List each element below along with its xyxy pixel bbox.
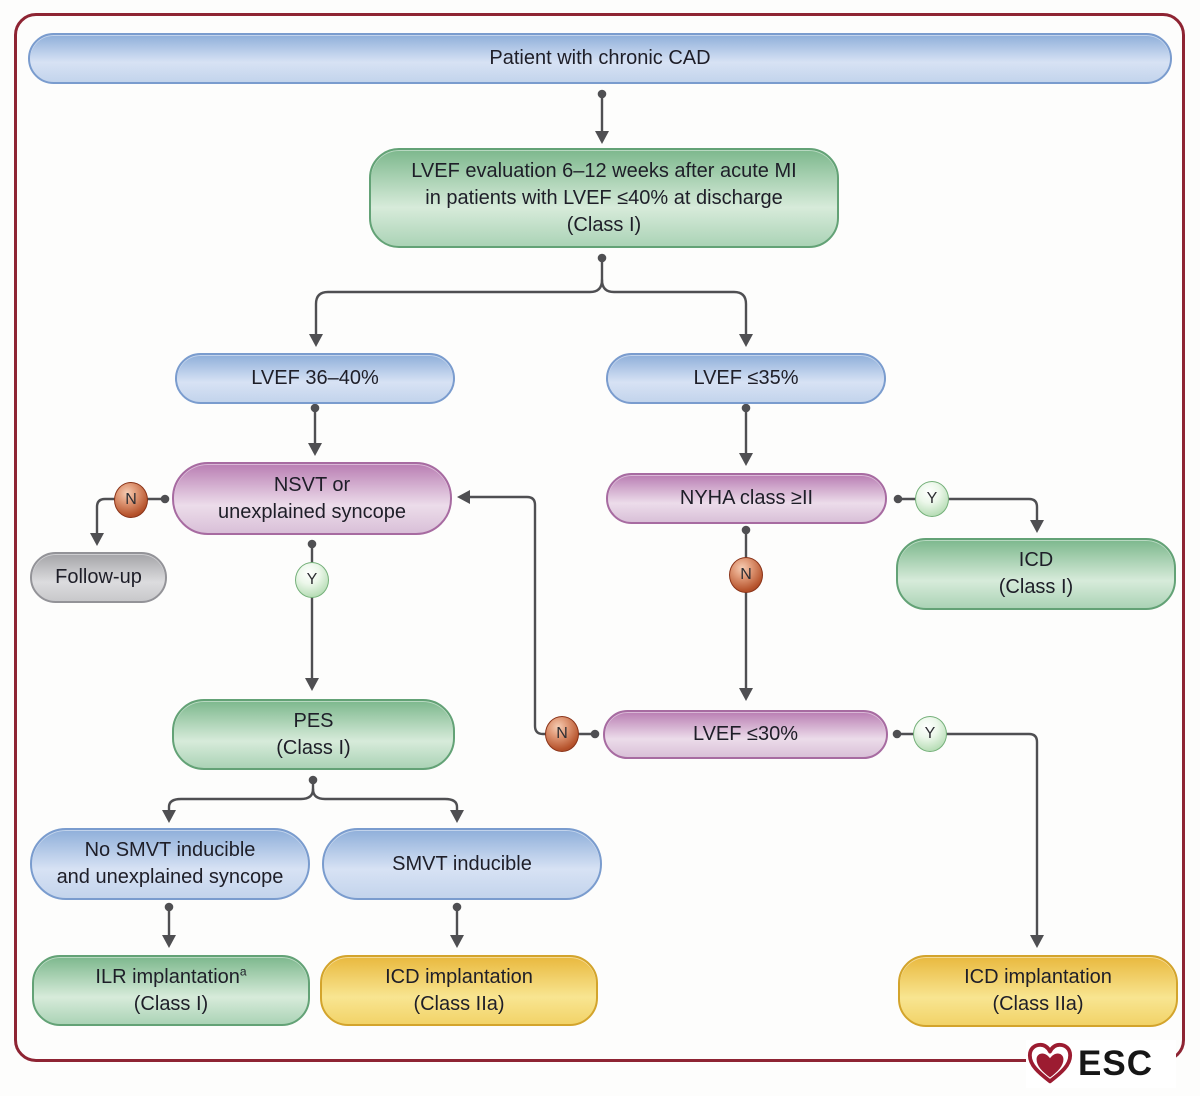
- nyha-yes-badge: Y: [915, 481, 949, 517]
- node-no-smvt-inducible: No SMVT inducible and unexplained syncop…: [30, 828, 310, 900]
- node-lvef-le35: LVEF ≤35%: [606, 353, 886, 404]
- badge-label: Y: [924, 725, 936, 742]
- nsvt-no-badge: N: [114, 482, 148, 518]
- node-label: NYHA class ≥II: [679, 487, 814, 509]
- node-lvef-le30: LVEF ≤30%: [603, 710, 888, 759]
- nyha-no-badge: N: [729, 557, 763, 593]
- node-label: Patient with chronic CAD: [489, 47, 711, 69]
- node-line: (Class IIa): [413, 992, 505, 1015]
- node-line: No SMVT inducible: [84, 839, 256, 861]
- node-line: LVEF evaluation 6–12 weeks after acute M…: [411, 159, 797, 182]
- node-icd-class1: ICD (Class I): [896, 538, 1176, 610]
- node-line: in patients with LVEF ≤40% at discharge: [425, 186, 783, 209]
- node-lvef-evaluation: LVEF evaluation 6–12 weeks after acute M…: [369, 148, 839, 248]
- nsvt-yes-badge: Y: [295, 562, 329, 598]
- node-line: (Class IIa): [992, 993, 1084, 1015]
- badge-label: N: [556, 725, 568, 742]
- footnote-marker: a: [239, 963, 247, 978]
- node-line: unexplained syncope: [218, 500, 406, 523]
- esc-heart-icon: [1027, 1042, 1073, 1084]
- node-line: ICD implantation: [964, 966, 1112, 988]
- node-pes-class1: PES (Class I): [172, 699, 455, 770]
- badge-label: Y: [926, 490, 938, 507]
- node-smvt-inducible: SMVT inducible: [322, 828, 602, 900]
- node-label: SMVT inducible: [392, 852, 532, 875]
- node-line: (Class I): [566, 213, 642, 236]
- node-icd-implantation-class2a-left: ICD implantation (Class IIa): [320, 955, 598, 1026]
- node-nyha-class-ge2: NYHA class ≥II: [606, 473, 887, 524]
- node-label: LVEF ≤35%: [693, 367, 799, 389]
- node-line: ILR implantationa: [95, 963, 247, 988]
- node-ilr-implantation-class1: ILR implantationa (Class I): [32, 955, 310, 1026]
- node-line: (Class I): [133, 992, 209, 1015]
- node-label: LVEF 36–40%: [251, 367, 379, 389]
- node-line: NSVT or: [273, 473, 351, 496]
- lvef30-yes-badge: Y: [913, 716, 947, 752]
- node-line: and unexplained syncope: [56, 866, 284, 888]
- node-line: (Class I): [276, 736, 351, 759]
- node-line: ICD implantation: [385, 965, 533, 988]
- esc-logo: ESC: [1026, 1040, 1176, 1088]
- node-patient-chronic-cad: Patient with chronic CAD: [28, 33, 1172, 84]
- node-nsvt-unexplained-syncope: NSVT or unexplained syncope: [172, 462, 452, 535]
- node-line: PES: [293, 709, 334, 732]
- node-label: Follow-up: [55, 566, 142, 588]
- node-line: (Class I): [998, 576, 1074, 598]
- lvef30-no-badge: N: [545, 716, 579, 752]
- node-lvef-36-40: LVEF 36–40%: [175, 353, 455, 404]
- node-line: ICD: [1018, 549, 1054, 571]
- badge-label: N: [125, 491, 137, 508]
- node-icd-implantation-class2a-right: ICD implantation (Class IIa): [898, 955, 1178, 1027]
- node-label: LVEF ≤30%: [692, 723, 799, 745]
- figure-border: [14, 13, 1185, 1062]
- badge-label: Y: [306, 571, 318, 588]
- node-follow-up: Follow-up: [30, 552, 167, 603]
- badge-label: N: [740, 566, 752, 583]
- esc-logo-text: ESC: [1078, 1044, 1153, 1083]
